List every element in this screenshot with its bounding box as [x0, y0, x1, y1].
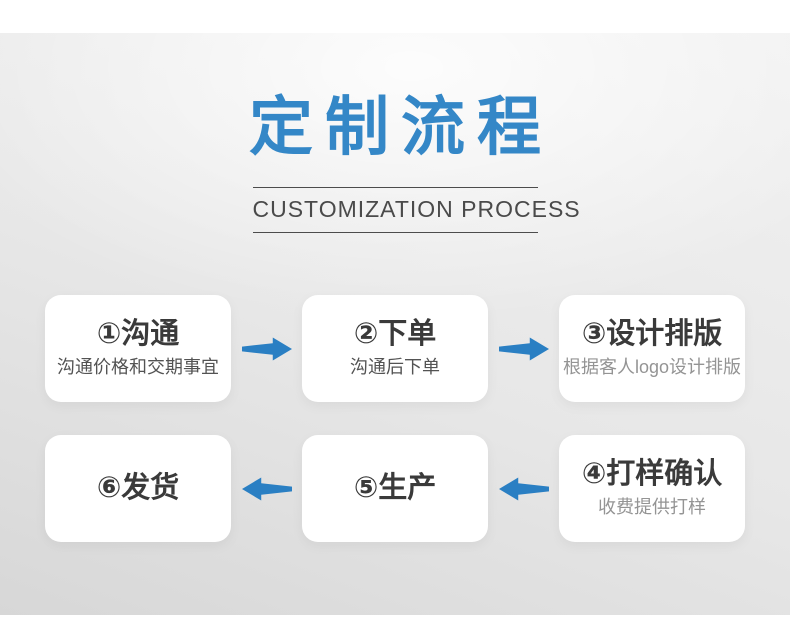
arrow-right-icon	[498, 329, 549, 369]
flow-step-card-6: ⑥发货	[45, 435, 231, 542]
flow-row-1: ①沟通 沟通价格和交期事宜 ②下单 沟通后下单 ③设计排版 根据客人logo设计…	[45, 295, 745, 402]
flow-step-card-5: ⑤生产	[302, 435, 488, 542]
step-name: 发货	[121, 471, 180, 504]
step-title: ④打样确认	[581, 458, 723, 491]
arrow-left-icon	[498, 469, 549, 509]
step-number: ④	[581, 458, 607, 491]
step-title: ②下单	[353, 318, 437, 351]
step-subtitle: 根据客人logo设计排版	[562, 357, 742, 378]
step-number: ②	[353, 318, 379, 351]
step-name: 生产	[378, 471, 437, 504]
step-name: 设计排版	[606, 318, 723, 351]
arrow-right-icon	[241, 329, 292, 369]
flow-step-card-3: ③设计排版 根据客人logo设计排版	[559, 295, 745, 402]
process-flow: ①沟通 沟通价格和交期事宜 ②下单 沟通后下单 ③设计排版 根据客人logo设计…	[0, 295, 790, 542]
step-number: ③	[581, 318, 607, 351]
page-title: 定制流程	[249, 91, 553, 163]
step-subtitle: 沟通后下单	[350, 357, 440, 378]
flow-step-card-1: ①沟通 沟通价格和交期事宜	[45, 295, 231, 402]
step-title: ①沟通	[96, 318, 180, 351]
bottom-white-band	[0, 615, 790, 641]
step-name: 下单	[378, 318, 437, 351]
step-title: ③设计排版	[581, 318, 723, 351]
step-subtitle: 沟通价格和交期事宜	[57, 357, 219, 378]
flow-step-card-2: ②下单 沟通后下单	[302, 295, 488, 402]
step-name: 沟通	[121, 318, 180, 351]
step-number: ①	[96, 318, 122, 351]
flow-step-card-4: ④打样确认 收费提供打样	[559, 435, 745, 542]
step-number: ⑥	[96, 471, 122, 504]
step-number: ⑤	[353, 471, 379, 504]
process-panel: 定制流程 CUSTOMIZATION PROCESS ①沟通 沟通价格和交期事宜…	[0, 33, 790, 615]
step-subtitle: 收费提供打样	[598, 497, 706, 518]
step-name: 打样确认	[606, 458, 723, 491]
flow-row-2: ⑥发货 ⑤生产 ④打样确认 收费提供打样	[45, 435, 745, 542]
arrow-left-icon	[241, 469, 292, 509]
page-subtitle: CUSTOMIZATION PROCESS	[252, 187, 580, 233]
step-title: ⑤生产	[353, 471, 437, 505]
step-title: ⑥发货	[96, 471, 180, 505]
top-white-band	[0, 0, 790, 33]
